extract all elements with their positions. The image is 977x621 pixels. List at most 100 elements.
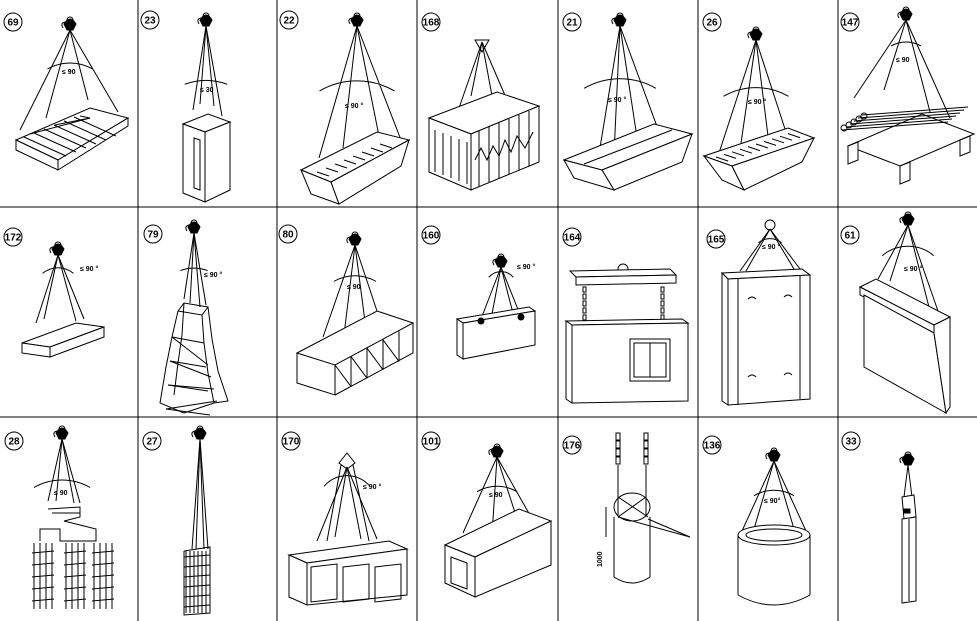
sling-line (769, 228, 795, 270)
hook-latch (899, 216, 904, 224)
hook-latch (53, 430, 58, 438)
cell-number-badge (702, 12, 722, 32)
spreader-frame (39, 506, 97, 542)
rebar-tie (31, 586, 55, 590)
trough-hatch (352, 155, 366, 161)
pipe-line (849, 115, 957, 125)
sling-line (739, 39, 757, 151)
trough-side (562, 159, 616, 191)
rebar-tie (63, 586, 87, 590)
sling-line (191, 438, 201, 550)
rebar-tie (183, 594, 211, 598)
crane-hook-icon (199, 14, 213, 27)
cell-number-badge (421, 431, 441, 451)
crate-front (470, 105, 540, 191)
rebar-tie (91, 562, 115, 566)
angle-arc (319, 80, 395, 92)
trough-hatch (316, 171, 330, 177)
frame-leg (899, 161, 911, 185)
chain-link (582, 300, 587, 307)
hook-latch (346, 236, 351, 244)
cell-number-label: 23 (144, 16, 156, 27)
crane-hook-icon (901, 213, 915, 226)
cell-number-label: 27 (146, 437, 158, 448)
cell-number-label: 26 (706, 18, 718, 29)
lifting-clamp (903, 508, 911, 514)
pipe-line (841, 121, 949, 131)
rebar-tie (183, 564, 211, 568)
box-front (306, 548, 408, 606)
crane-hook-icon (899, 8, 913, 21)
angle-arc (488, 271, 514, 278)
sling-line (61, 438, 75, 504)
pipe-line (861, 106, 969, 116)
sling-cross (617, 496, 649, 518)
rebar-tie (91, 586, 115, 590)
cell-number-label: 80 (282, 230, 294, 241)
cell-number-badge (4, 431, 24, 451)
sling-line (853, 19, 907, 99)
tower-leg (159, 310, 185, 414)
chain-link (660, 307, 665, 314)
sling-line (326, 464, 342, 542)
cell-21: 21≤ 90 ° (562, 12, 694, 191)
cell-number-label: 22 (283, 16, 295, 27)
cell-28: 28 ≤ 90 (4, 425, 115, 609)
sling-line (889, 224, 909, 282)
rebar-tie (31, 550, 55, 554)
cell-168: 168 (421, 12, 541, 191)
wall-panel-end (565, 320, 573, 404)
sling-line (458, 41, 483, 109)
hopper-hatch (747, 146, 761, 152)
chain-link (582, 293, 587, 300)
frame-brace (366, 347, 384, 371)
sling-line (205, 25, 223, 117)
sling-line (322, 244, 356, 338)
angle-label: ≤ 90 (54, 490, 68, 497)
cell-number-badge (841, 431, 861, 451)
chain-link (643, 440, 649, 449)
cell-number-label: 160 (423, 231, 440, 242)
trough-hatch (361, 151, 375, 157)
box-right-face (204, 121, 231, 203)
pipe-end (845, 121, 853, 129)
cell-number-label: 147 (842, 18, 859, 29)
angle-arc (184, 80, 228, 85)
sling-line (57, 254, 77, 322)
box-bay (310, 563, 338, 603)
hopper-hatch (779, 135, 793, 141)
angle-label: ≤ 90 (489, 492, 503, 499)
cell-number-label: 168 (423, 18, 440, 29)
angle-label: ≤ 30 (200, 87, 214, 94)
rebar-tie (31, 598, 55, 602)
frame-brace (350, 356, 368, 379)
cell-number-label: 28 (8, 437, 20, 448)
rebar-tie (183, 584, 211, 588)
pipe-line (857, 109, 965, 119)
cell-number-label: 61 (844, 231, 856, 242)
cell-number-badge (3, 12, 23, 32)
chain-link (582, 286, 587, 293)
sling-line (193, 232, 201, 308)
sling-line (43, 254, 59, 320)
rebar-tie (91, 598, 115, 602)
plank-line (23, 136, 67, 157)
hook-latch (185, 224, 190, 232)
sling-line (61, 438, 81, 504)
sling-line (773, 460, 807, 532)
hook-latch (488, 448, 493, 456)
lifting-triangle (474, 39, 490, 53)
cell-number-label: 170 (283, 437, 300, 448)
window-frame (629, 338, 671, 382)
plank-line (79, 115, 91, 119)
sling-line (19, 29, 71, 131)
rebar-tie (63, 550, 87, 554)
angle-label: ≤ 90 ° (517, 263, 536, 271)
tower-brace (171, 336, 209, 366)
cell-number-badge (3, 227, 23, 247)
cell-number-badge (421, 225, 441, 245)
chain-link (615, 432, 621, 441)
cell-number-label: 165 (708, 235, 725, 246)
sling-line (619, 25, 639, 145)
angle-arc (33, 479, 91, 488)
